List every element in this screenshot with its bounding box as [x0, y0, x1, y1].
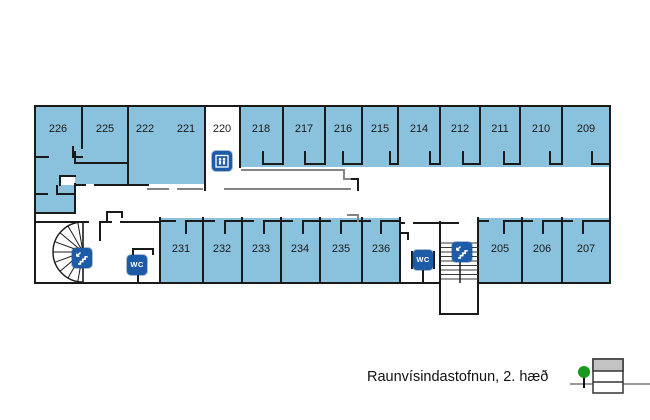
tree-icon [578, 366, 590, 388]
room-label: 226 [48, 123, 68, 135]
room-label: 206 [532, 243, 552, 255]
room-label: 236 [371, 243, 391, 255]
room-strip-north [240, 106, 610, 167]
stairs-icon [72, 248, 92, 268]
south-west-walls [34, 221, 161, 241]
wc-rooms-interior [132, 222, 459, 284]
stairs-icon [452, 242, 472, 262]
floor-caption: Raunvísindastofnun, 2. hæð [367, 369, 549, 385]
stairs-glyph [456, 246, 468, 259]
room-fills [35, 106, 610, 283]
room-label: 232 [212, 243, 232, 255]
highlighted-floor [592, 358, 624, 372]
door-jambs-north [262, 151, 611, 165]
room-label: 218 [251, 123, 271, 135]
walls [34, 105, 611, 315]
elevator-glyph [215, 154, 229, 168]
wc-label: WC [416, 255, 430, 265]
room-label: 212 [450, 123, 470, 135]
room-label: 233 [251, 243, 271, 255]
room-label: 235 [331, 243, 351, 255]
door-jambs-south [159, 220, 611, 234]
elevator-icon [212, 151, 232, 171]
room-dividers-south [159, 217, 563, 284]
wc-label: WC [130, 260, 144, 270]
room-label: 234 [290, 243, 310, 255]
room-label: 216 [333, 123, 353, 135]
room-label: 205 [490, 243, 510, 255]
room-label: 220 [212, 123, 232, 135]
corridor-step [106, 178, 359, 223]
wc-icon: WC [413, 250, 433, 270]
room-label: 214 [409, 123, 429, 135]
floor-indicator-icon [570, 358, 650, 394]
room-label: 231 [171, 243, 191, 255]
room-label: 209 [576, 123, 596, 135]
room-block-west [35, 106, 205, 213]
corridor-notch [60, 176, 75, 185]
room-label: 222 [135, 123, 155, 135]
room-label: 211 [491, 123, 509, 135]
room-label: 221 [176, 123, 196, 135]
room-label: 207 [576, 243, 596, 255]
room-label: 225 [95, 123, 115, 135]
room-dividers-north [81, 105, 563, 191]
west-block-interior [34, 146, 149, 214]
wc-icon: WC [127, 255, 147, 275]
corridor-gray-walls [147, 169, 359, 222]
room-label: 215 [370, 123, 390, 135]
room-label: 217 [294, 123, 314, 135]
room-label: 210 [531, 123, 551, 135]
stairs-glyph [76, 252, 88, 265]
